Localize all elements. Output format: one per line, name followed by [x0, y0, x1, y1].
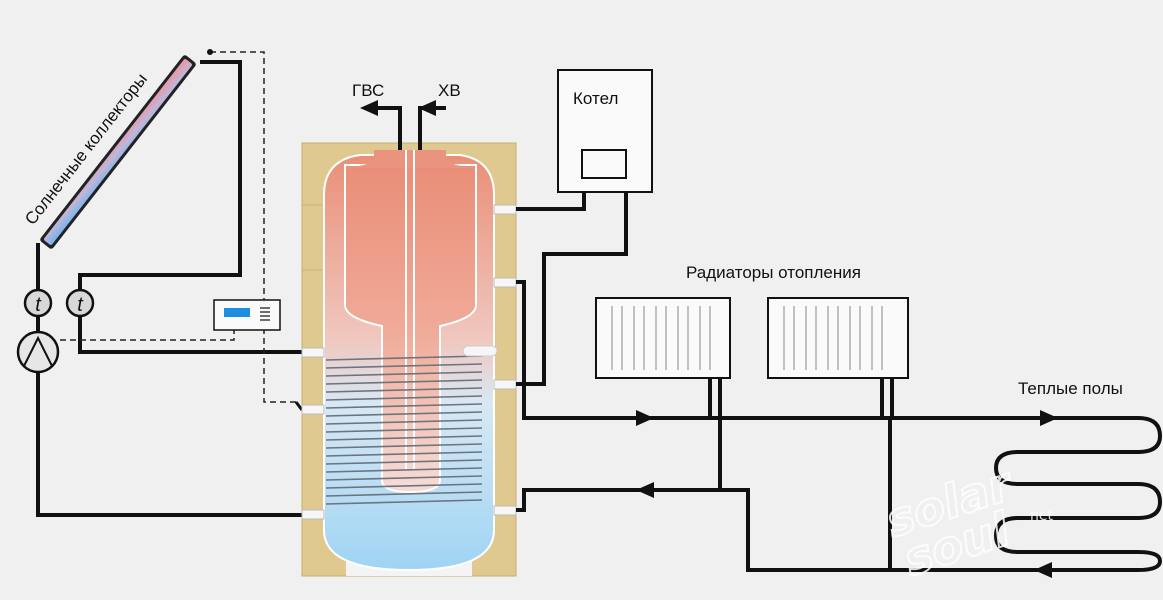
floor-heating-label: Теплые полы [1018, 379, 1123, 398]
thermometer-2-symbol: t [77, 294, 84, 316]
solar-controller [213, 299, 281, 331]
heating-return-line [516, 418, 1040, 572]
cold-water-arrow-icon [418, 100, 436, 116]
return-arrow-icon [636, 482, 654, 498]
watermark-logo: solar soul net [878, 455, 1053, 588]
heating-supply-line [516, 280, 1050, 420]
watermark-suffix: net [1030, 508, 1053, 524]
boiler-pipes [516, 192, 628, 386]
supply-arrow-icon [636, 410, 654, 426]
sensor-pocket [462, 345, 498, 357]
collector-sensor-dot [207, 49, 213, 55]
hot-water-label: ГВС [352, 81, 384, 100]
hot-water-arrow-icon [360, 100, 378, 116]
thermometer-2: t [65, 288, 95, 318]
radiator-1 [595, 297, 731, 418]
radiators-label: Радиаторы отопления [686, 263, 861, 282]
solar-collector [40, 55, 196, 249]
floor-return-arrow-icon [1034, 562, 1052, 578]
cold-water-label: ХВ [438, 81, 461, 100]
floor-supply-arrow-icon [1040, 410, 1058, 426]
controller-display [224, 308, 250, 317]
thermometer-1-symbol: t [35, 294, 42, 316]
boiler [557, 69, 653, 193]
sensor-signal-lines [60, 51, 296, 403]
circulation-pump-icon [16, 330, 60, 374]
thermometer-1: t [23, 288, 53, 318]
solar-heat-exchanger-coil [325, 355, 483, 505]
floor-heating-loop [993, 416, 1163, 572]
collector-loop-pipes [36, 60, 302, 517]
boiler-label: Котел [573, 89, 618, 108]
radiator-2 [767, 297, 909, 418]
tank-sensor [294, 401, 304, 411]
boiler-panel [581, 149, 627, 179]
